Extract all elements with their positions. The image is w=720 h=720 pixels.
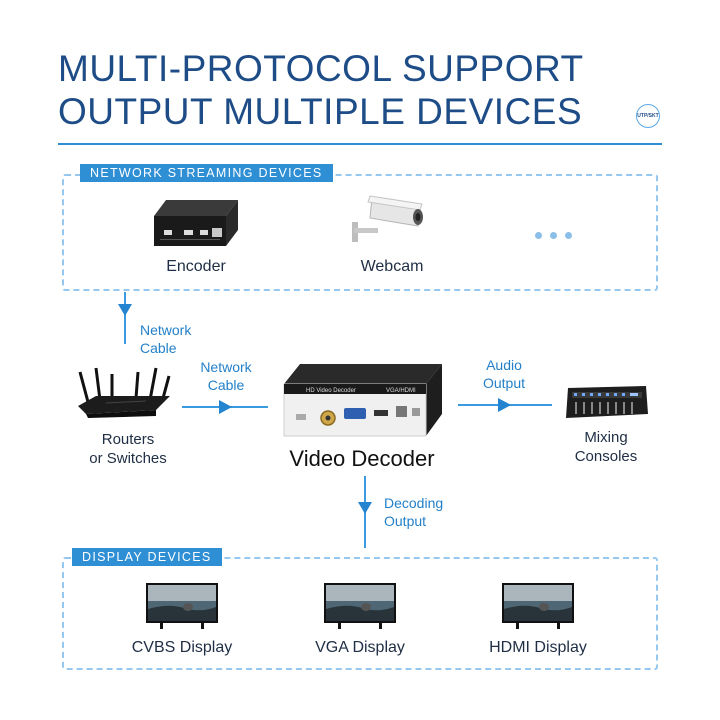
arrow-right-audio-icon bbox=[498, 398, 511, 412]
decoding-output-label: Decoding Output bbox=[384, 494, 443, 530]
network-cable-right-label: Network Cable bbox=[188, 358, 264, 394]
tv-icon bbox=[500, 581, 576, 636]
video-decoder-icon: HD Video Decoder VGA/HDMI bbox=[276, 362, 446, 449]
router-label-line1: Routers bbox=[101, 431, 155, 448]
network-cable-down-label: Network Cable bbox=[140, 321, 191, 357]
network-cable-right-line1: Network bbox=[200, 359, 252, 375]
header-divider bbox=[58, 143, 662, 145]
arrow-down-icon bbox=[118, 304, 132, 316]
vga-display-label: VGA Display bbox=[315, 639, 405, 656]
arrow-down-decoding-icon bbox=[358, 502, 372, 514]
router-label-line2: or Switches bbox=[89, 450, 167, 467]
network-cable-right-line2: Cable bbox=[207, 377, 245, 393]
decoder-top-text: VGA/HDMI bbox=[386, 388, 416, 394]
mixer-label: Mixing Consoles bbox=[556, 428, 656, 466]
decoder-front-text: HD Video Decoder bbox=[306, 388, 356, 394]
mixer-icon bbox=[564, 384, 650, 425]
title-line-1: MULTI-PROTOCOL SUPPORT bbox=[58, 48, 584, 89]
cvbs-display-label: CVBS Display bbox=[131, 639, 233, 656]
decoding-output-line2: Output bbox=[384, 513, 427, 529]
mixer-label-line1: Mixing bbox=[584, 429, 628, 446]
network-devices-box bbox=[62, 174, 658, 291]
protocol-badge-icon: UTP/SKT bbox=[636, 104, 660, 128]
encoder-icon bbox=[148, 198, 244, 255]
network-cable-down-line bbox=[124, 292, 126, 344]
display-devices-box bbox=[62, 557, 658, 670]
network-cable-down-line1: Network bbox=[140, 322, 192, 338]
arrow-right-icon bbox=[219, 400, 232, 414]
network-cable-down-line2: Cable bbox=[140, 340, 177, 356]
audio-output-label: Audio Output bbox=[466, 356, 542, 392]
encoder-label: Encoder bbox=[166, 258, 226, 275]
tv-icon bbox=[144, 581, 220, 636]
display-devices-tag: DISPLAY DEVICES bbox=[72, 548, 222, 566]
hdmi-display-label: HDMI Display bbox=[489, 639, 587, 656]
mixer-label-line2: Consoles bbox=[574, 448, 638, 465]
webcam-icon bbox=[348, 192, 430, 249]
router-label: Routers or Switches bbox=[70, 430, 186, 468]
decoding-output-line1: Decoding bbox=[384, 495, 444, 511]
webcam-label: Webcam bbox=[360, 258, 424, 275]
audio-output-line1: Audio bbox=[486, 357, 522, 373]
tv-icon bbox=[322, 581, 398, 636]
video-decoder-label: Video Decoder bbox=[289, 446, 435, 471]
router-icon bbox=[76, 366, 172, 425]
network-devices-tag: NETWORK STREAMING DEVICES bbox=[80, 164, 333, 182]
audio-output-line2: Output bbox=[482, 375, 526, 391]
title-line-2: OUTPUT MULTIPLE DEVICES bbox=[58, 91, 583, 132]
more-dots-icon bbox=[535, 232, 575, 240]
